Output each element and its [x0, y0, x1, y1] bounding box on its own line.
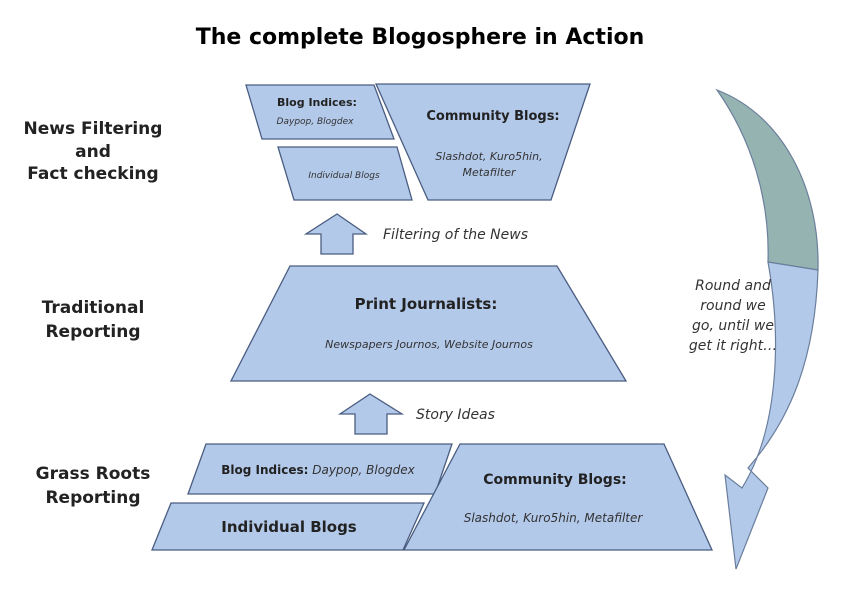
side-label-grass-roots: Grass Roots Reporting	[36, 464, 151, 508]
diagram-title: The complete Blogosphere in Action	[196, 25, 645, 50]
arrow-label-filtering: Filtering of the News	[383, 227, 528, 243]
top-community-blogs-box	[374, 83, 591, 201]
middle-tier: Print Journalists: Newspapers Journos, W…	[229, 265, 628, 382]
cycle-note-line: get it right…	[689, 338, 777, 354]
print-journalists-sub: Newspapers Journos, Website Journos	[325, 338, 533, 351]
top-individual-blogs-box	[277, 146, 413, 201]
side-label-line: Reporting	[45, 322, 140, 342]
bottom-individual-blogs-label: Individual Blogs	[221, 518, 357, 536]
top-individual-blogs-label: Individual Blogs	[308, 171, 380, 181]
bottom-tier: Blog Indices: Daypop, Blogdex Individual…	[151, 443, 714, 551]
bottom-blog-indices-text: Blog Indices: Daypop, Blogdex	[221, 463, 415, 477]
bottom-community-blogs-box	[402, 443, 714, 551]
cycle-note-line: go, until we	[692, 318, 774, 334]
cycle-note-line: round we	[700, 298, 765, 314]
print-journalists-title: Print Journalists:	[355, 295, 498, 313]
bottom-blog-indices-title: Blog Indices:	[221, 463, 308, 477]
cycle-arrow	[715, 88, 819, 570]
top-blog-indices-box	[245, 84, 395, 140]
top-blog-indices-sub: Daypop, Blogdex	[277, 117, 355, 127]
bottom-community-blogs-title: Community Blogs:	[483, 472, 627, 488]
cycle-note: Round and round we go, until we get it r…	[689, 278, 777, 354]
arrow-label-story-ideas: Story Ideas	[416, 407, 495, 423]
bottom-individual-blogs-box	[151, 502, 426, 551]
arrow-up-icon	[303, 213, 369, 255]
cycle-note-line: Round and	[695, 278, 771, 294]
side-label-line: Traditional	[42, 298, 145, 318]
side-label-line: Reporting	[45, 488, 140, 508]
cycle-arrow-shaft-top	[715, 88, 819, 271]
bottom-community-blogs-sub: Slashdot, Kuro5hin, Metafilter	[464, 511, 644, 525]
top-community-blogs-title: Community Blogs:	[426, 109, 559, 124]
bottom-blog-indices-sub: Daypop, Blogdex	[308, 463, 415, 477]
side-label-news-filtering: News Filtering and Fact checking	[24, 119, 163, 184]
side-label-line: and	[75, 142, 111, 162]
top-community-blogs-sub: Metafilter	[462, 166, 517, 179]
side-label-line: Grass Roots	[36, 464, 151, 484]
side-label-traditional-reporting: Traditional Reporting	[42, 298, 145, 342]
side-label-line: Fact checking	[27, 164, 158, 184]
cycle-arrow-icon	[724, 261, 819, 570]
top-tier: Blog Indices: Daypop, Blogdex Individual…	[245, 83, 591, 201]
top-blog-indices-title: Blog Indices:	[277, 96, 357, 109]
print-journalists-box	[229, 265, 628, 382]
top-community-blogs-sub: Slashdot, Kuro5hin,	[435, 150, 542, 163]
side-label-line: News Filtering	[24, 119, 163, 139]
arrow-up-icon	[337, 393, 405, 435]
